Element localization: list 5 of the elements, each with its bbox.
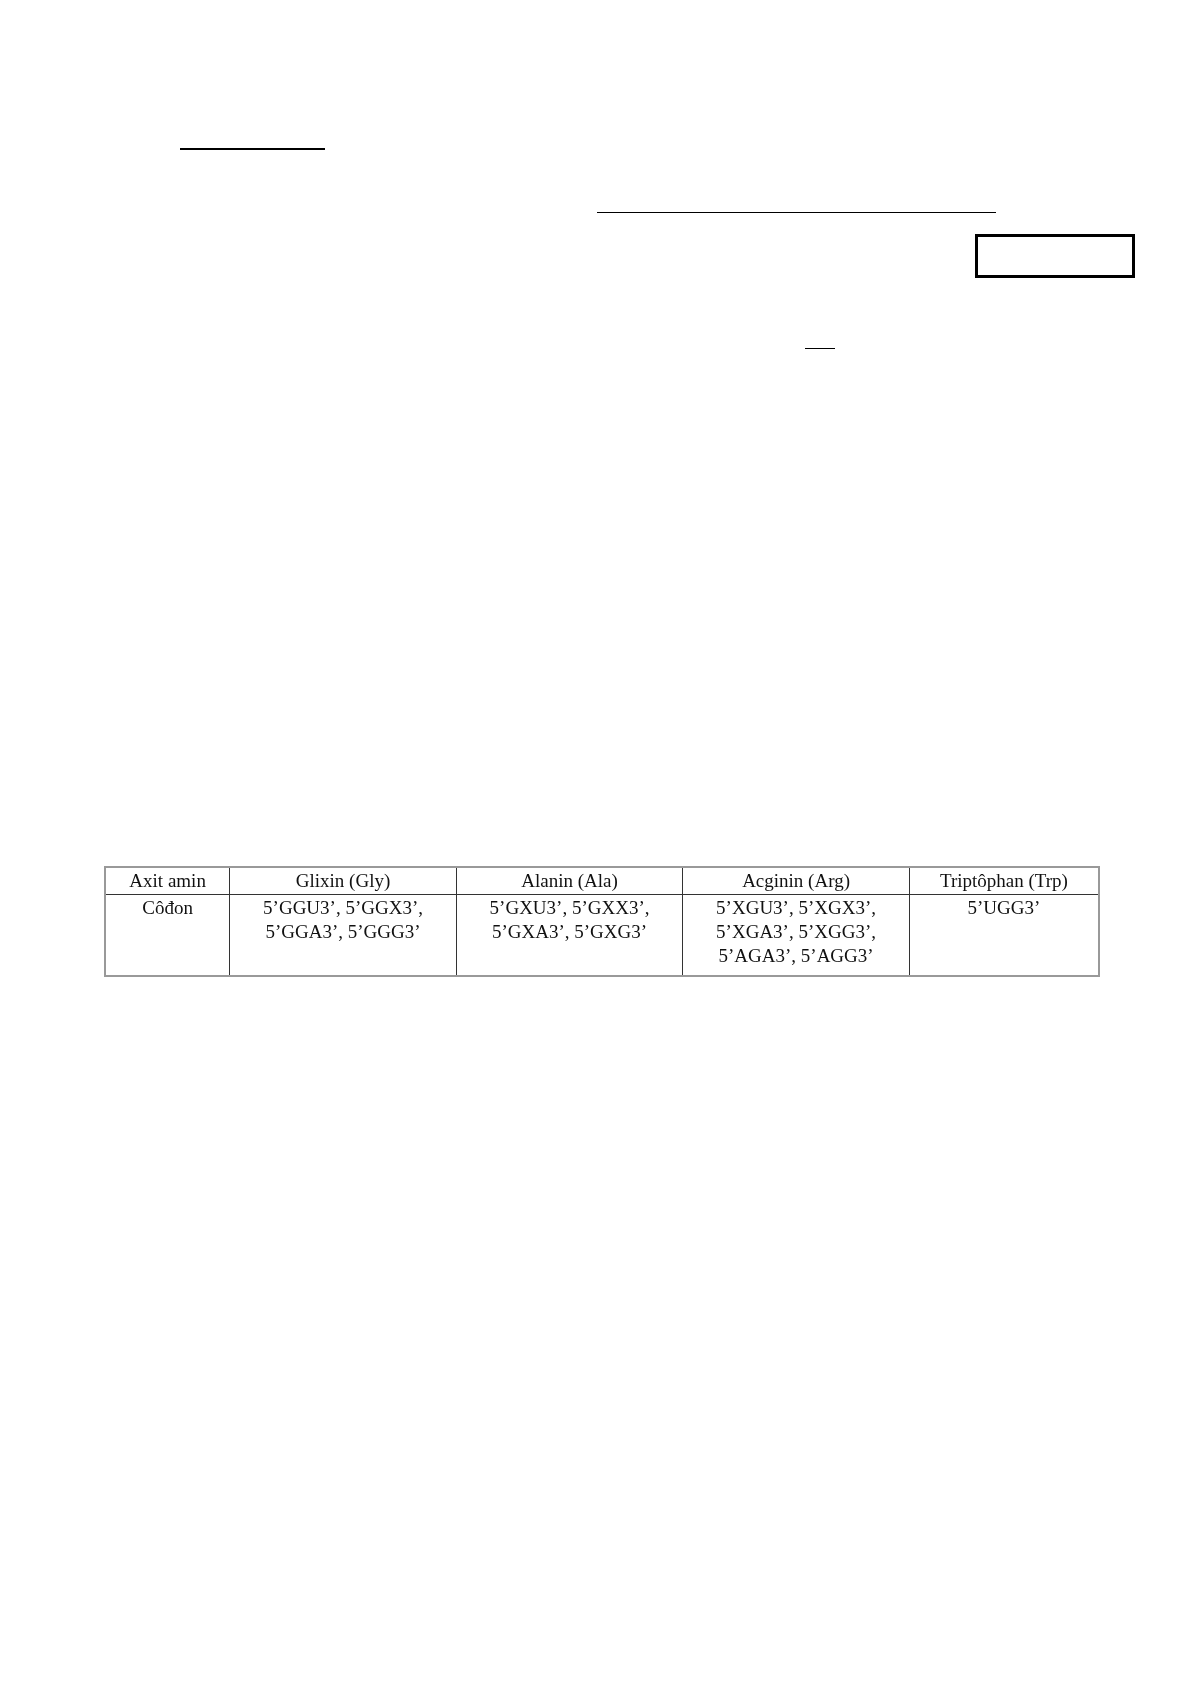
column-header: Alanin (Ala) bbox=[456, 867, 683, 895]
column-header: Glixin (Gly) bbox=[229, 867, 457, 895]
column-header: Axit amin bbox=[105, 867, 230, 895]
column-header: Acginin (Arg) bbox=[682, 867, 910, 895]
empty-box bbox=[975, 234, 1135, 278]
